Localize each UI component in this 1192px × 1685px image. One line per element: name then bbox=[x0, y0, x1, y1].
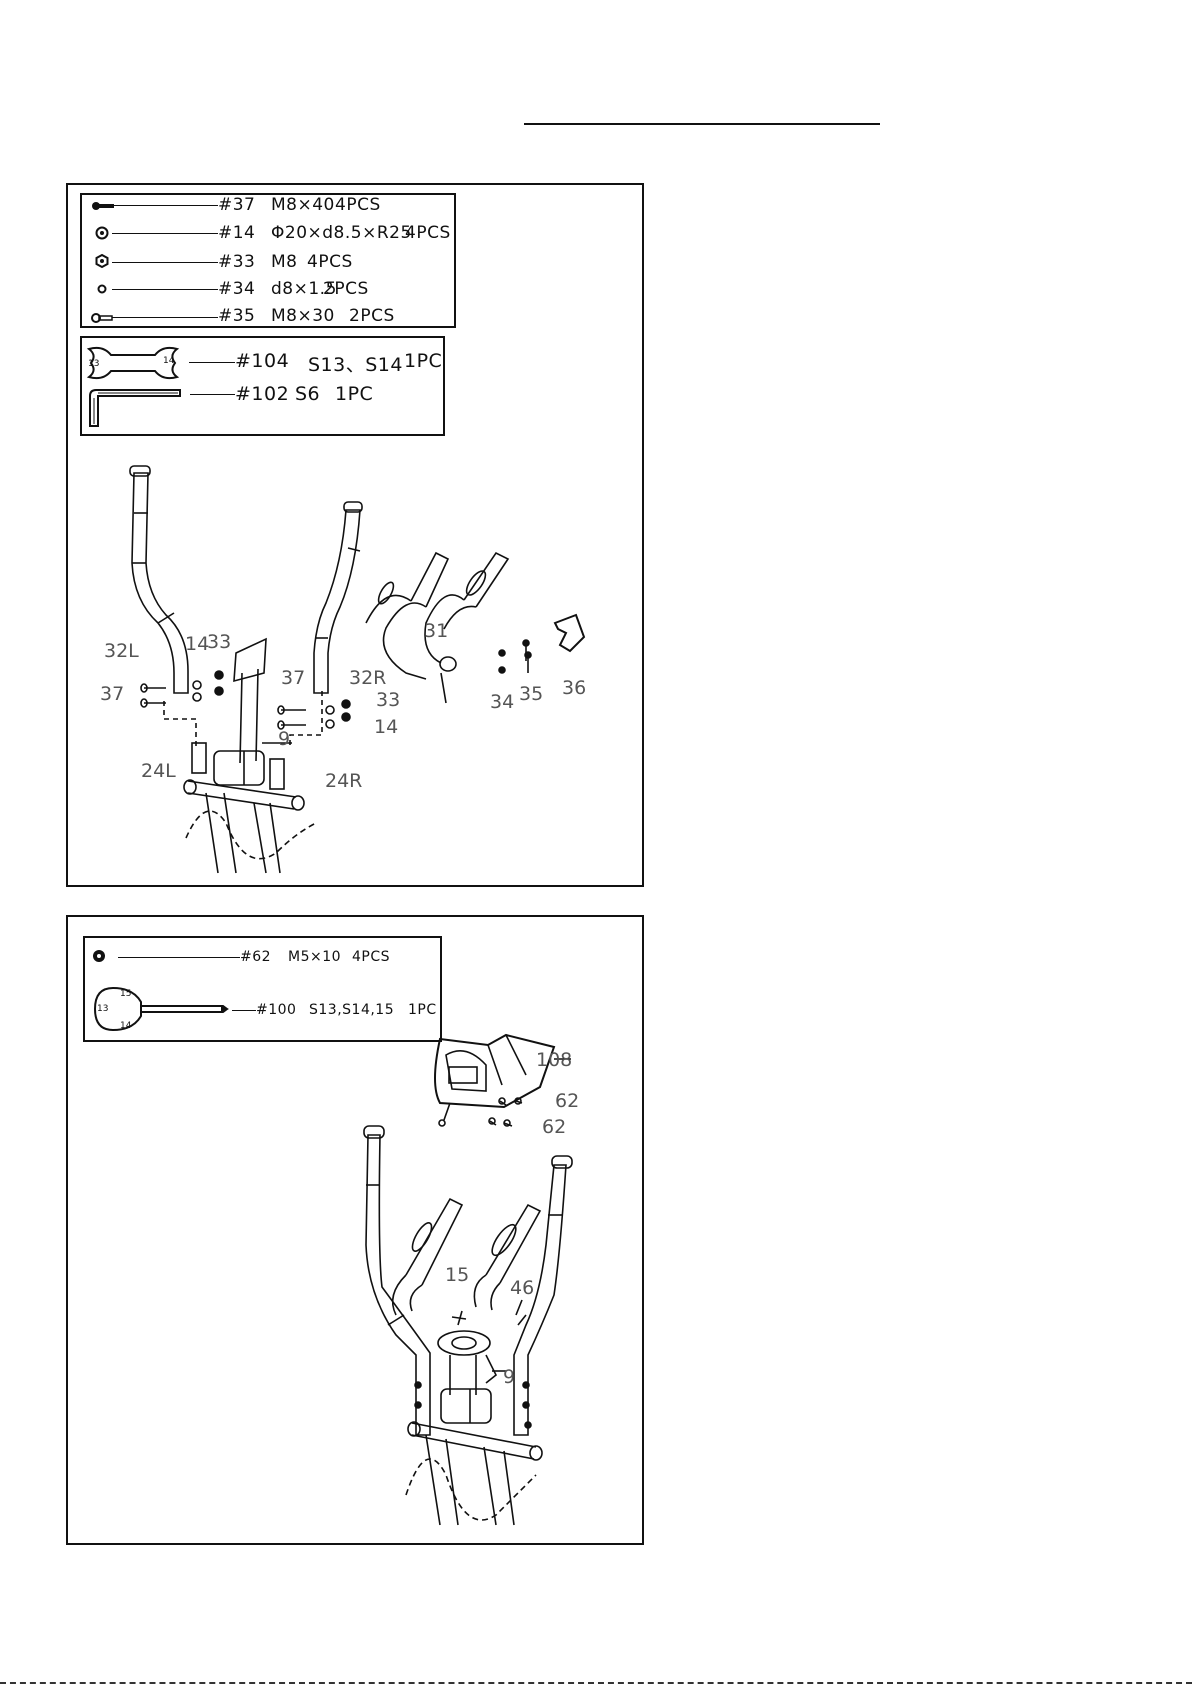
callout-label: 14 bbox=[374, 716, 398, 738]
callout-label: 33 bbox=[376, 689, 400, 711]
callout-label: 62 bbox=[542, 1116, 566, 1138]
callout-label: 37 bbox=[281, 667, 305, 689]
callout-label: 35 bbox=[519, 683, 543, 705]
page-edge-line bbox=[0, 1682, 1192, 1684]
callout-label: 33 bbox=[207, 631, 231, 653]
section-title-underline bbox=[524, 123, 880, 125]
callout-label: 62 bbox=[555, 1090, 579, 1112]
callout-label: 46 bbox=[510, 1277, 534, 1299]
callout-label: 37 bbox=[100, 683, 124, 705]
callout-label: 32R bbox=[349, 667, 386, 689]
callout-label: 32L bbox=[104, 640, 139, 662]
callout-label: 9 bbox=[503, 1366, 515, 1388]
callout-label: 34 bbox=[490, 691, 514, 713]
step2-assembly-diagram bbox=[66, 915, 644, 1545]
callout-label: 24R bbox=[325, 770, 362, 792]
callout-label: 36 bbox=[562, 677, 586, 699]
callout-label: 24L bbox=[141, 760, 176, 782]
callout-label: 14 bbox=[185, 633, 209, 655]
callout-label: 15 bbox=[445, 1264, 469, 1286]
callout-label: 9 bbox=[278, 728, 290, 750]
callout-label: 108 bbox=[536, 1049, 572, 1071]
callout-label: 31 bbox=[424, 620, 448, 642]
